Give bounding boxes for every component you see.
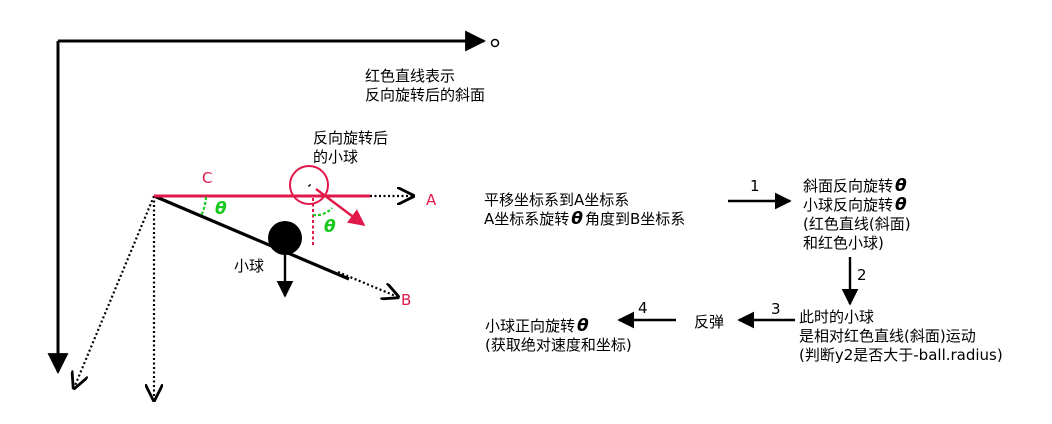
theta-symbol: θ [895, 176, 907, 196]
ball [268, 221, 302, 255]
theta-arc-ball [312, 207, 333, 217]
step-current-ball-line-2: 是相对红色直线(斜面)运动 [799, 327, 976, 345]
step-bounce: 反弹 [694, 313, 724, 331]
point-label-a: A [426, 191, 437, 209]
ball-label: 小球 [234, 257, 264, 275]
origin-label: o [491, 46, 492, 48]
step-current-ball-line-3: (判断y2是否大于-ball.radius) [799, 346, 1003, 364]
arrow-4-number: 4 [638, 299, 648, 317]
theta-label-slope: θ [215, 199, 227, 219]
arrow-1-number: 1 [750, 177, 760, 195]
point-label-c: C [202, 169, 212, 187]
step-current-ball-line-1: 此时的小球 [799, 308, 874, 326]
rotated-ball-caption-line-2: 的小球 [313, 148, 358, 166]
theta-label-ball: θ [324, 217, 336, 237]
rotated-ball-caption-line-1: 反向旋转后 [313, 129, 388, 147]
b-axis-y-dashed [74, 195, 156, 388]
b-axis-x-dashed [337, 270, 398, 297]
rotated-ball-velocity-arrow [315, 188, 366, 227]
rotated-ball [289, 165, 329, 205]
step-reverse-rotate-line-4: 和红色小球) [803, 234, 884, 252]
rotated-ball-center-dot [307, 183, 312, 188]
step-forward-rotate-line-2: (获取绝对速度和坐标) [485, 336, 632, 354]
theta-symbol: θ [577, 316, 589, 336]
step-reverse-rotate-line-3: (红色直线(斜面) [803, 215, 911, 233]
note-line-2: 反向旋转后的斜面 [365, 86, 485, 104]
note-line-1: 红色直线表示 [365, 67, 455, 85]
arrow-2-number: 2 [857, 266, 867, 284]
theta-symbol: θ [895, 195, 907, 215]
arrow-3-number: 3 [771, 300, 781, 318]
origin-point-icon [490, 38, 500, 48]
theta-arc-slope [199, 196, 208, 217]
slope-line [153, 194, 350, 281]
theta-symbol: θ [571, 209, 583, 229]
point-label-b: B [401, 291, 411, 309]
step-translate-line-1: 平移坐标系到A坐标系 [484, 191, 629, 209]
